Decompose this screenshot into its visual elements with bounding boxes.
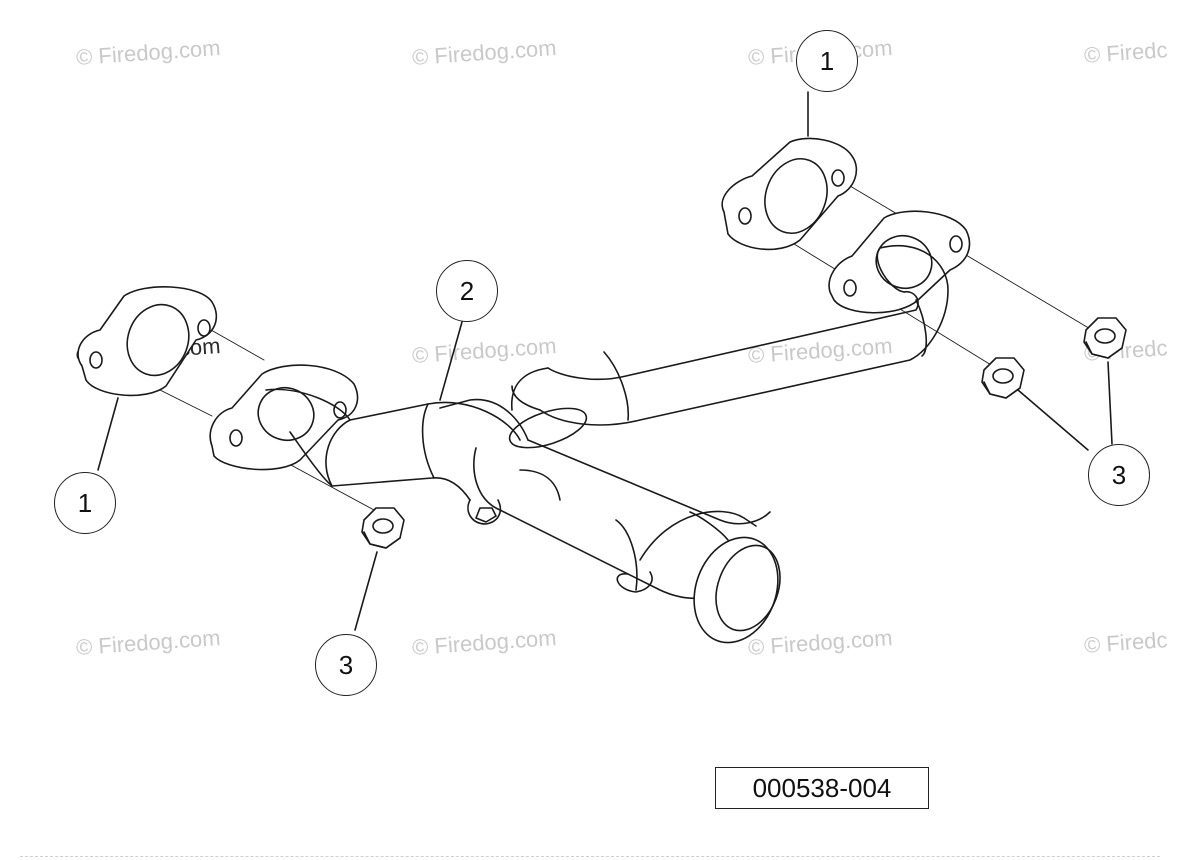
- leader-lines: [87, 91, 1113, 631]
- bottom-divider: [20, 856, 1160, 857]
- callout-gasket-right[interactable]: 1: [796, 30, 858, 92]
- nut-right-lower: [981, 357, 1025, 399]
- callout-gasket-left[interactable]: 1: [54, 472, 116, 534]
- diagram-reference-number: 000538-004: [715, 767, 929, 809]
- pipe-branch-right: [510, 244, 949, 426]
- gasket-right: [721, 137, 858, 251]
- callout-nut-right[interactable]: 3: [1088, 444, 1150, 506]
- gasket-left: [77, 286, 218, 397]
- pipe-branch-left: [265, 388, 529, 501]
- pipe-main-outlet: [467, 407, 781, 644]
- nut-left: [361, 507, 405, 549]
- nut-right-upper: [1083, 317, 1127, 359]
- flange-left: [209, 364, 359, 471]
- callout-exhaust-pipe[interactable]: 2: [436, 260, 498, 322]
- callout-nut-left[interactable]: 3: [315, 634, 377, 696]
